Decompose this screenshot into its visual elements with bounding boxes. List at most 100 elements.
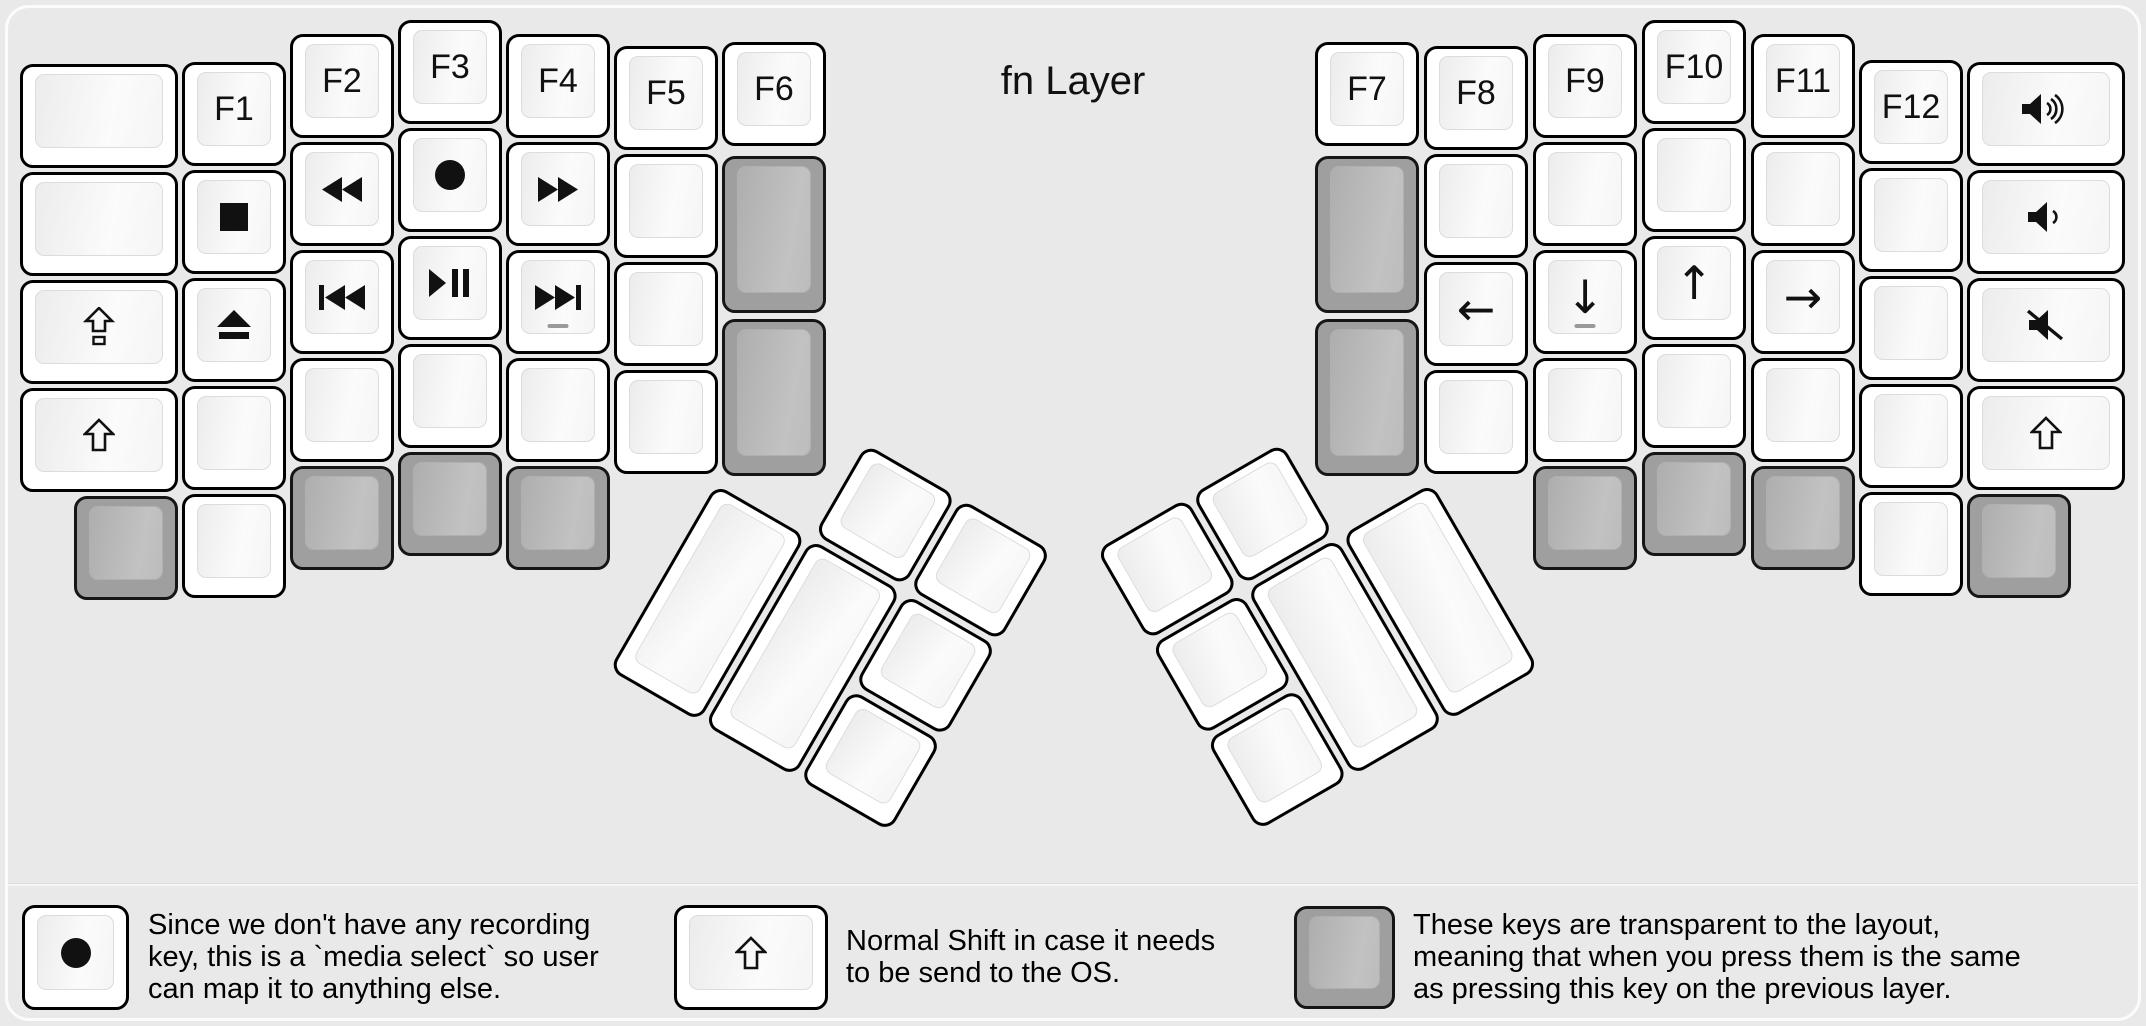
keytop	[1982, 72, 2110, 146]
keytop	[1548, 152, 1622, 226]
keytop	[1766, 368, 1840, 442]
key-blank	[182, 386, 286, 490]
key-blank	[614, 370, 718, 474]
key-f11: F11	[1751, 34, 1855, 138]
key-blank	[20, 64, 178, 168]
legend-divider	[8, 884, 2138, 886]
key-f1: F1	[182, 62, 286, 166]
key-transparent	[398, 452, 502, 556]
keytop: F2	[305, 44, 379, 118]
keytop	[413, 462, 487, 536]
legend-text-2: These keys are transparent to the layout…	[1413, 909, 2021, 1005]
keytop	[629, 380, 703, 454]
key-label: F12	[1881, 88, 1941, 126]
keytop	[689, 915, 813, 990]
key-blank	[1424, 370, 1528, 474]
key-transparent	[1967, 494, 2071, 598]
key-label: F10	[1664, 48, 1724, 86]
keytop	[1982, 504, 2056, 578]
keytop	[822, 705, 924, 807]
key-f4: F4	[506, 34, 610, 138]
key-f8: F8	[1424, 46, 1528, 150]
legend-line: can map it to anything else.	[148, 973, 502, 1005]
keytop	[413, 354, 487, 428]
key-label: →	[1783, 270, 1823, 324]
keytop	[1330, 166, 1404, 293]
stop-icon	[219, 202, 249, 232]
key-record	[398, 128, 502, 232]
key-blank	[1533, 358, 1637, 462]
keytop	[737, 329, 811, 456]
keytop: ←	[1439, 272, 1513, 346]
tap-dash-mark	[547, 324, 569, 328]
key-label: F2	[322, 62, 362, 100]
keytop: F8	[1439, 56, 1513, 130]
key-shift	[674, 905, 828, 1010]
keytop: ↓	[1548, 260, 1622, 334]
keytop	[1657, 354, 1731, 428]
keytop	[521, 152, 595, 226]
key-blank	[182, 494, 286, 598]
keytop	[1982, 180, 2110, 254]
keytop	[1766, 476, 1840, 550]
key-shift	[1967, 386, 2125, 490]
key-f7: F7	[1315, 42, 1419, 146]
key-label: F1	[214, 90, 254, 128]
legend-line: Since we don't have any recording	[148, 909, 591, 941]
keytop	[35, 290, 163, 364]
key-label: F6	[754, 70, 794, 108]
key-skip-forward	[506, 250, 610, 354]
keytop	[305, 152, 379, 226]
keytop	[1874, 178, 1948, 252]
legend-line: key, this is a `media select` so user	[148, 941, 599, 973]
key-blank	[1751, 358, 1855, 462]
key-caps-lock	[20, 280, 178, 384]
keytop	[35, 182, 163, 256]
legend-line: meaning that when you press them is the …	[1413, 941, 2021, 973]
key-arrow-left: ←	[1424, 262, 1528, 366]
keytop: F4	[521, 44, 595, 118]
key-arrow-down: ↓	[1533, 250, 1637, 354]
keytop	[1309, 916, 1380, 989]
key-label: F9	[1565, 62, 1605, 100]
key-transparent	[1294, 906, 1395, 1009]
keytop	[1439, 164, 1513, 238]
key-f10: F10	[1642, 20, 1746, 124]
key-label: ↑	[1674, 256, 1714, 310]
record-icon	[59, 936, 93, 970]
legend-line: as pressing this key on the previous lay…	[1413, 973, 1952, 1005]
keytop	[197, 504, 271, 578]
keytop	[305, 476, 379, 550]
key-transparent	[1642, 452, 1746, 556]
key-label: F3	[430, 48, 470, 86]
keytop	[1548, 476, 1622, 550]
key-transparent	[506, 466, 610, 570]
keytop: ↑	[1657, 246, 1731, 320]
key-label: F8	[1456, 74, 1496, 112]
key-stop	[182, 170, 286, 274]
keytop	[1657, 462, 1731, 536]
keytop	[1982, 288, 2110, 362]
key-f6: F6	[722, 42, 826, 146]
keytop	[1224, 704, 1326, 806]
keytop	[1330, 329, 1404, 456]
keytop: F9	[1548, 44, 1622, 118]
key-transparent	[1315, 156, 1419, 313]
fast-forward-icon	[538, 176, 578, 202]
record-icon	[433, 158, 467, 192]
key-volume-mute	[1967, 278, 2125, 382]
keytop	[877, 610, 979, 712]
keytop	[1982, 396, 2110, 470]
keytop: F6	[737, 52, 811, 126]
key-blank	[1533, 142, 1637, 246]
key-shift	[20, 388, 178, 492]
key-blank	[1642, 128, 1746, 232]
key-blank	[1859, 168, 1963, 272]
keytop	[37, 915, 114, 990]
play-pause-icon	[429, 269, 471, 297]
shift-icon	[2030, 416, 2062, 450]
key-transparent	[74, 496, 178, 600]
key-blank	[1859, 492, 1963, 596]
